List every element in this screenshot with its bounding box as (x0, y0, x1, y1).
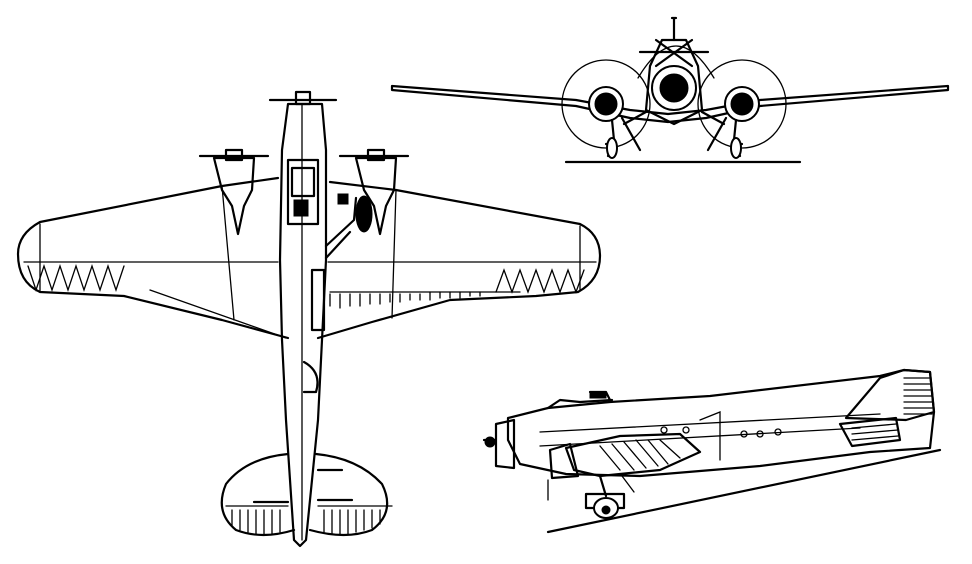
front-view-propeller-disc-center (637, 45, 715, 79)
top-view-propeller-left (198, 148, 270, 162)
top-view-tailplane (220, 452, 389, 537)
top-view-wing-spar-left (23, 223, 279, 293)
top-view-dorsal-turret (302, 360, 319, 394)
top-view (16, 90, 602, 548)
front-view-fin (670, 16, 678, 42)
side-view-tail-fin (844, 368, 936, 422)
top-view-flap-hatching-right (329, 291, 481, 309)
side-view-tailplane-hatching (851, 423, 899, 441)
front-view-propeller-blades (638, 38, 710, 68)
top-view-hatch (337, 193, 349, 205)
side-view-window (682, 426, 690, 434)
side-view-ground-line (546, 448, 942, 534)
top-view-wing-strut (324, 196, 358, 260)
top-view-aileron-right (495, 268, 585, 294)
top-view-propeller-right (338, 148, 410, 162)
side-view-window (660, 426, 668, 434)
side-view-fuselage (506, 368, 936, 478)
side-view-wing-hatching (599, 439, 681, 471)
front-view-engine-left-hub (594, 92, 618, 116)
front-view-engine-right-hub (730, 92, 754, 116)
top-view-gun-blister (310, 268, 326, 332)
side-view-nose-hub (484, 436, 496, 448)
front-view (390, 16, 950, 164)
top-view-wing-outline (16, 176, 602, 340)
top-view-wing-panel-line-left (149, 185, 287, 339)
top-view-wing-panel-line-right (329, 189, 521, 319)
side-view-wing (564, 432, 702, 478)
top-view-tail-trim (252, 468, 354, 504)
side-view-rudder-hatching (903, 377, 933, 415)
top-view-cockpit (286, 158, 320, 226)
side-view-gear-strut (547, 475, 635, 501)
top-view-engine-nacelle-left (212, 156, 256, 236)
three-quarter-side-view (482, 368, 942, 534)
front-view-wheel-right (730, 137, 742, 159)
front-view-fuselage (644, 38, 704, 126)
side-view-landing-gear (584, 474, 626, 510)
side-view-wheel-hub (601, 505, 611, 515)
top-view-aileron-left (27, 263, 125, 293)
side-view-fuselage-lines (539, 411, 881, 461)
front-view-struts (622, 110, 726, 126)
top-view-engine-nacelle-right (354, 156, 398, 236)
top-view-elevator-hatching (225, 505, 393, 535)
top-view-nose-propeller (268, 90, 338, 106)
side-view-tailplane (838, 416, 902, 448)
top-view-landing-gear-right (355, 195, 373, 233)
side-view-wing-engine (548, 442, 580, 480)
top-view-cockpit-frame (293, 199, 309, 217)
front-view-engine-center-hub (659, 73, 689, 103)
top-view-fuselage (278, 102, 328, 548)
side-view-turret (589, 391, 607, 399)
front-view-wheel-left (606, 137, 618, 159)
